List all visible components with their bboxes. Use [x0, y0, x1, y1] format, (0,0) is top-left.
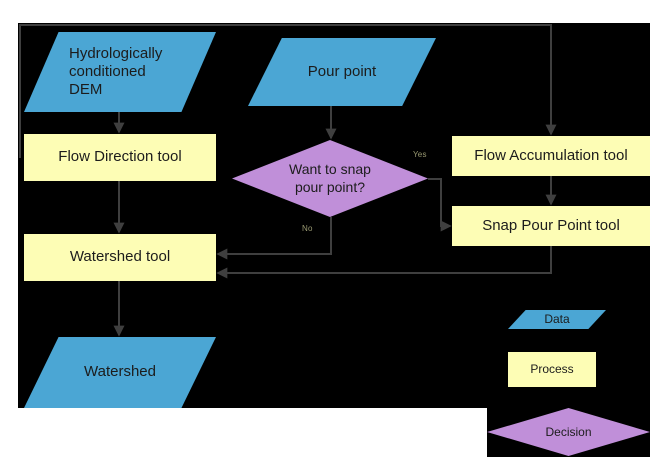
- node-label: Snap Pour Point tool: [482, 216, 620, 234]
- legend-label: Decision: [545, 424, 592, 439]
- edge-label-no: No: [302, 224, 313, 233]
- node-label: Watershed tool: [69, 248, 171, 266]
- legend-label: Data: [544, 312, 570, 327]
- node-label: Pour point: [307, 62, 377, 80]
- node-label: Hydrologically conditioned DEM: [69, 44, 163, 99]
- node-label: Flow Accumulation tool: [474, 146, 628, 164]
- edge-label-yes: Yes: [413, 150, 427, 159]
- node-flow-direction-tool[interactable]: Flow Direction tool: [24, 134, 216, 181]
- legend-item-process: Process: [508, 352, 596, 387]
- node-snap-pour-point-tool[interactable]: Snap Pour Point tool: [452, 206, 650, 246]
- legend-label: Process: [530, 362, 574, 377]
- node-watershed-tool[interactable]: Watershed tool: [24, 234, 216, 281]
- node-flow-accumulation-tool[interactable]: Flow Accumulation tool: [452, 136, 650, 176]
- node-label: Flow Direction tool: [58, 148, 182, 166]
- legend-item-data: Data: [508, 310, 606, 329]
- node-label: Want to snap pour point?: [289, 161, 371, 195]
- node-label: Watershed: [84, 363, 156, 381]
- node-hydrologically-conditioned-dem[interactable]: Hydrologically conditioned DEM: [24, 32, 216, 112]
- node-watershed[interactable]: Watershed: [24, 337, 216, 408]
- node-pour-point[interactable]: Pour point: [248, 38, 436, 106]
